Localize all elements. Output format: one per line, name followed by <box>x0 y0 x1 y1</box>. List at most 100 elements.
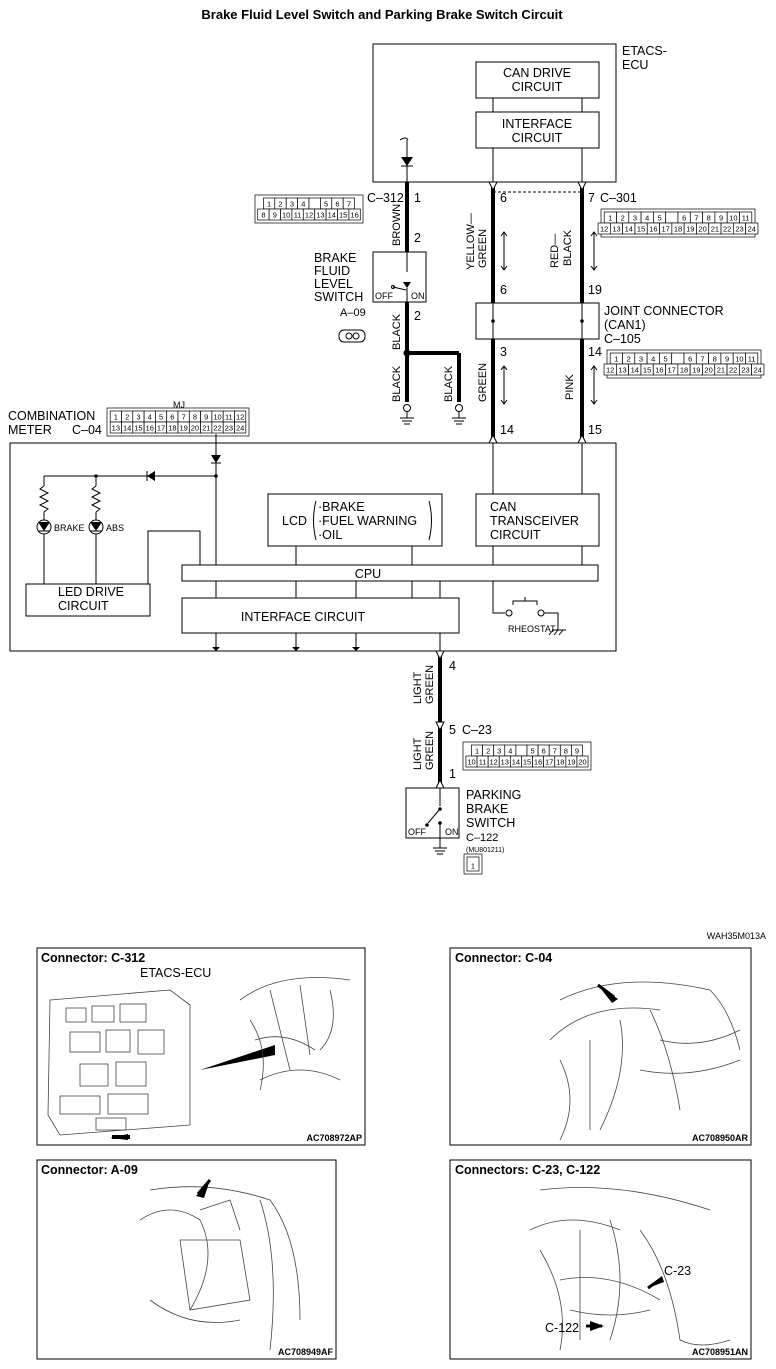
connector-pin-number: 18 <box>556 758 564 767</box>
etacs-interface-circuit-box <box>475 111 600 149</box>
abs-led-label: ABS <box>106 523 124 533</box>
pin-jc-14: 14 <box>588 345 602 359</box>
connector-pin-cell <box>515 744 528 757</box>
connector-pin-number: 4 <box>508 747 512 756</box>
connector-pin-number: 15 <box>339 211 347 220</box>
callout-c122: C-122 <box>545 1321 579 1335</box>
abs-led-symbol <box>90 522 102 531</box>
connector-pin-number: 13 <box>501 758 509 767</box>
connector-pin-number: 6 <box>170 413 174 422</box>
connector-pin-number: 16 <box>655 366 663 375</box>
connector-pin-number: 12 <box>236 413 244 422</box>
wire-black-label-1: BLACK <box>391 313 403 350</box>
connector-pin-number: 3 <box>290 200 294 209</box>
connector-pin-number: 4 <box>645 214 649 223</box>
joint-connector-label-2: (CAN1) <box>604 318 646 332</box>
connector-pin-number: 7 <box>700 355 704 364</box>
pin-meter-4: 4 <box>449 659 456 673</box>
connector-pin-number: 5 <box>324 200 328 209</box>
connector-pin-number: 10 <box>282 211 290 220</box>
wire-yellow-green-label-2: GREEN <box>477 229 489 268</box>
connector-pin-number: 10 <box>467 758 475 767</box>
connector-pin-number: 13 <box>112 424 120 433</box>
connector-pin-number: 23 <box>735 225 743 234</box>
connector-pin-number: 7 <box>694 214 698 223</box>
connector-pin-number: 10 <box>213 413 221 422</box>
pin-c23-5: 5 <box>449 723 456 737</box>
brake-led-label: BRAKE <box>54 523 85 533</box>
photo-c312-code: AC708972AP <box>306 1133 362 1143</box>
connector-pin-number: 11 <box>479 758 487 767</box>
connector-pin-number: 24 <box>748 225 756 234</box>
connector-pin-number: 11 <box>294 211 302 220</box>
connector-pin-number: 19 <box>686 225 694 234</box>
connector-pin-number: 1 <box>614 355 618 364</box>
photo-panel-c312: Connector: C-312 ETACS-ECU AC708972AP <box>36 947 366 1146</box>
connector-pin-cell <box>466 856 480 872</box>
brake-led-symbol <box>38 522 50 531</box>
photo-panel-a09: Connector: A-09 AC708949AF <box>36 1159 337 1360</box>
etacs-diode-symbol <box>401 157 413 166</box>
photo-c04-title: Connector: C-04 <box>455 951 552 965</box>
pin-c312-1: 1 <box>414 191 421 205</box>
brake-fluid-level-switch-box <box>372 251 427 303</box>
connector-pin-number: 16 <box>534 758 542 767</box>
connector-pin-number: 1 <box>608 214 612 223</box>
wire-light-green-label-1a: LIGHT <box>412 671 424 704</box>
connector-pin-cell <box>576 755 589 768</box>
wire-red-black-label: RED— <box>549 234 561 268</box>
connector-pin-number: 24 <box>754 366 762 375</box>
lcd-label: LCD <box>282 514 307 528</box>
pin-jc-6: 6 <box>500 283 507 297</box>
brake-fluid-switch-label-1: BRAKE <box>314 251 356 265</box>
combination-meter-label: COMBINATION <box>8 409 95 423</box>
connector-c105-label: C–105 <box>604 332 641 346</box>
connector-c312-label: C–312 <box>367 191 404 205</box>
connector-pin-number: 6 <box>335 200 339 209</box>
connector-pin-number: 2 <box>278 200 282 209</box>
connector-pin-number: 16 <box>350 211 358 220</box>
cpu-box <box>181 564 599 582</box>
parking-brake-switch-box <box>405 787 460 839</box>
connector-pin-number: 21 <box>717 366 725 375</box>
diagram-title: Brake Fluid Level Switch and Parking Bra… <box>201 7 563 22</box>
connector-pin-number: 18 <box>168 424 176 433</box>
connector-pin-number: 10 <box>729 214 737 223</box>
can-drive-circuit-label-2: CIRCUIT <box>512 80 563 94</box>
connector-pin-number: 22 <box>729 366 737 375</box>
wire-light-green-label-1b: GREEN <box>424 665 436 704</box>
connector-pin-number: 15 <box>523 758 531 767</box>
connector-pin-number: 13 <box>618 366 626 375</box>
connector-pin-number: 16 <box>146 424 154 433</box>
combination-meter-label-2: METER <box>8 423 52 437</box>
wire-black-label-2: BLACK <box>391 365 403 402</box>
connector-pin-number: 5 <box>663 355 667 364</box>
connector-pin-number: 20 <box>704 366 712 375</box>
connector-pin-cell <box>751 363 765 376</box>
connector-pin-number: 17 <box>157 424 165 433</box>
connector-pin-number: 14 <box>512 758 520 767</box>
connector-pin-number: 11 <box>742 214 750 223</box>
brake-fluid-switch-label-2: FLUID <box>314 264 350 278</box>
brake-fluid-switch-on-label: ON <box>411 291 425 301</box>
photo-panel-c04: Connector: C-04 AC708950AR <box>449 947 752 1146</box>
connector-pin-number: 14 <box>631 366 639 375</box>
wire-brown-label: BROWN <box>391 204 403 246</box>
meter-interface-circuit-box <box>181 597 460 634</box>
wire-black-label-3: BLACK <box>443 365 455 402</box>
connector-pin-number: 13 <box>316 211 324 220</box>
pin-meter-14: 14 <box>500 423 514 437</box>
joint-connector-box <box>475 302 600 340</box>
connector-pin-number: 12 <box>490 758 498 767</box>
brake-fluid-switch-off-label: OFF <box>375 291 393 301</box>
pin-brake-switch-2-bottom: 2 <box>414 309 421 323</box>
connector-pin-number: 9 <box>273 211 277 220</box>
connector-pin-number: 10 <box>735 355 743 364</box>
connector-pin-number: 22 <box>213 424 221 433</box>
connector-c04-label: C–04 <box>72 423 102 437</box>
pin-etacs-6: 6 <box>500 191 507 205</box>
connector-pin-number: 8 <box>713 355 717 364</box>
connector-pin-number: 8 <box>261 211 265 220</box>
